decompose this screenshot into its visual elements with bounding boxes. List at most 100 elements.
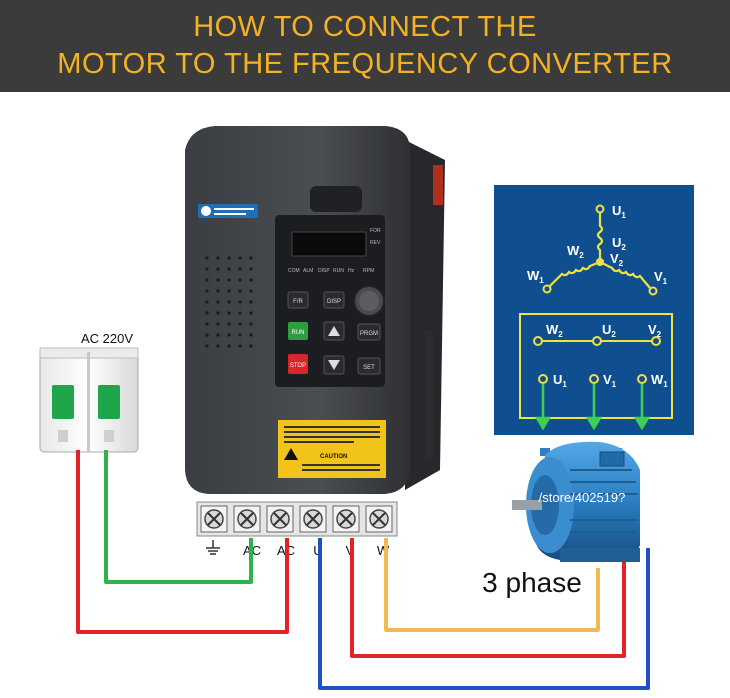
fr-button-label: F/R (293, 299, 303, 305)
wires (76, 450, 650, 690)
vent-hole (216, 278, 220, 282)
vent-hole (205, 256, 209, 260)
set-button[interactable] (357, 357, 381, 375)
electric-motor: /store/402519? (512, 441, 640, 562)
vent-hole (216, 300, 220, 304)
vent-hole (205, 322, 209, 326)
fr-button[interactable] (287, 291, 309, 309)
terminal-block: AC AC U V W (196, 501, 398, 558)
terminal-screw[interactable] (200, 505, 228, 533)
circuit-breaker: AC 220V (39, 331, 139, 453)
vent-hole (227, 289, 231, 293)
caution-label: CAUTION (320, 454, 347, 460)
vent-hole (238, 256, 242, 260)
prgm-button[interactable] (357, 323, 381, 341)
stop-button[interactable] (288, 354, 308, 374)
brand-logo (198, 204, 258, 218)
vent-hole (249, 267, 253, 271)
vent-hole (249, 322, 253, 326)
box-label-v1: V1 (603, 372, 617, 389)
vent-hole (205, 300, 209, 304)
vent-hole (205, 311, 209, 315)
title-line-2: MOTOR TO THE FREQUENCY CONVERTER (57, 48, 673, 80)
down-arrow-icon (328, 360, 340, 370)
vent-hole (238, 267, 242, 271)
vent-hole (205, 289, 209, 293)
wire-red-ac (76, 450, 289, 634)
star-label-v1: V1 (654, 269, 668, 286)
box-label-w1: W1 (651, 372, 668, 389)
vent-hole (227, 278, 231, 282)
title-banner: HOW TO CONNECT THE MOTOR TO THE FREQUENC… (0, 0, 730, 92)
box-label-v2: V2 (648, 322, 662, 339)
box-label-u2: U2 (602, 322, 616, 339)
disp-button-label: DISP (327, 299, 341, 305)
vent-hole (216, 322, 220, 326)
vent-hole (249, 289, 253, 293)
terminal-screw[interactable] (233, 505, 261, 533)
label-for: FOR (370, 228, 381, 234)
vent-hole (205, 333, 209, 337)
indicator-label: COM (288, 268, 300, 274)
vent-hole (216, 344, 220, 348)
vent-hole (227, 333, 231, 337)
vent-hole (249, 300, 253, 304)
vent-hole (216, 333, 220, 337)
wire-green-ac (104, 450, 253, 584)
run-button[interactable] (288, 322, 308, 340)
motor-shaft (512, 500, 542, 510)
star-label-u2: U2 (612, 235, 626, 252)
vent-hole (227, 322, 231, 326)
indicator-label: RPM (363, 268, 374, 274)
store-url-text: /store/402519? (539, 490, 626, 505)
stop-button-label: STOP (290, 363, 306, 369)
breaker-switch-right[interactable] (98, 385, 120, 419)
vent-hole (238, 311, 242, 315)
vent-holes (205, 256, 253, 348)
three-phase-label: 3 phase (482, 567, 582, 598)
vent-hole (249, 344, 253, 348)
breaker-switch-left[interactable] (52, 385, 74, 419)
terminal-screw[interactable] (365, 505, 393, 533)
indicator-label: DISP (318, 268, 330, 274)
caution-sticker (278, 420, 386, 478)
wire-red-v (350, 538, 626, 658)
vent-hole (216, 289, 220, 293)
indicator-label: RUN (333, 268, 344, 274)
set-button-label: SET (363, 365, 375, 371)
terminal-screw[interactable] (266, 505, 294, 533)
star-label-u1: U1 (612, 203, 626, 220)
vent-hole (249, 278, 253, 282)
star-label-w2: W2 (567, 243, 584, 260)
vent-hole (227, 267, 231, 271)
indicator-label: Hz (348, 268, 355, 274)
vent-hole (238, 278, 242, 282)
vent-hole (227, 311, 231, 315)
wire-blue-u (318, 538, 650, 690)
vent-hole (227, 300, 231, 304)
breaker-voltage-label: AC 220V (81, 331, 133, 346)
box-label-w2: W2 (546, 322, 563, 339)
vent-hole (216, 267, 220, 271)
terminal-screw[interactable] (332, 505, 360, 533)
ground-icon (206, 540, 220, 555)
vent-hole (238, 333, 242, 337)
title-line-1: HOW TO CONNECT THE (193, 11, 537, 43)
disp-button[interactable] (323, 291, 345, 309)
vent-hole (238, 322, 242, 326)
label-rev: REV (370, 240, 381, 246)
output-arrows (534, 384, 651, 431)
vent-hole (227, 344, 231, 348)
vent-hole (216, 311, 220, 315)
vent-hole (249, 256, 253, 260)
vent-hole (205, 344, 209, 348)
wire-yellow-w (384, 538, 600, 632)
star-label-w1: W1 (527, 268, 544, 285)
vent-hole (205, 267, 209, 271)
indicator-label: ALM (303, 268, 313, 274)
warning-icon (284, 448, 298, 460)
prgm-button-label: PRGM (360, 331, 378, 337)
terminal-screw[interactable] (299, 505, 327, 533)
